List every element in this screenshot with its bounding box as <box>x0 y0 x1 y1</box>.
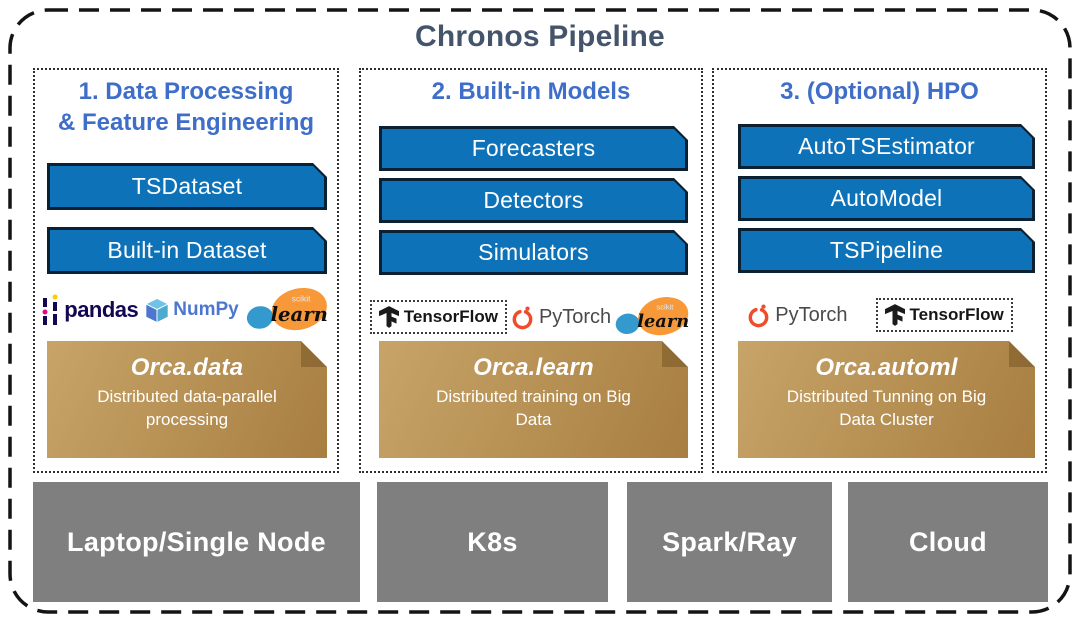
pandas-icon <box>42 294 58 325</box>
column-3-logos: PyTorch TensorFlow <box>714 294 1045 336</box>
pandas-logo: pandas <box>41 294 139 327</box>
orca-automl-title: Orca.automl <box>815 354 958 381</box>
numpy-label: NumPy <box>173 299 239 320</box>
learn-label: learn <box>270 303 327 326</box>
bar-label: TSPipeline <box>741 231 1032 270</box>
orca-data-box: Orca.data Distributed data-parallel proc… <box>47 341 327 458</box>
scikit-label: scikit <box>291 294 310 304</box>
pytorch-logo: PyTorch <box>510 303 611 332</box>
pandas-label: pandas <box>64 297 139 322</box>
automodel-bar: AutoModel <box>738 176 1035 221</box>
bar-label: AutoTSEstimator <box>741 127 1032 166</box>
column-1-header: 1. Data Processing & Feature Engineering <box>57 78 315 136</box>
orca-automl-desc: Distributed Tunning on Big Data Cluster <box>786 387 987 429</box>
column-builtin-models: 2. Built-in Models Forecasters Detectors… <box>359 68 703 473</box>
autotsestimator-bar: AutoTSEstimator <box>738 124 1035 169</box>
orca-learn-box: Orca.learn Distributed training on Big D… <box>379 341 688 458</box>
learn-label: learn <box>637 311 689 332</box>
tsdataset-bar: TSDataset <box>47 163 327 210</box>
page-title: Chronos Pipeline <box>415 20 665 53</box>
orca-automl-box: Orca.automl Distributed Tunning on Big D… <box>738 341 1035 458</box>
pytorch-icon <box>748 304 769 327</box>
bar-label: Forecasters <box>382 129 685 168</box>
tensorflow-label: TensorFlow <box>909 305 1004 324</box>
column-data-processing: 1. Data Processing & Feature Engineering… <box>33 68 339 473</box>
forecasters-bar: Forecasters <box>379 126 688 171</box>
column-2-header: 2. Built-in Models <box>431 78 631 105</box>
tensorflow-logo: TensorFlow <box>369 300 507 334</box>
simulators-bar: Simulators <box>379 230 688 275</box>
orca-data-title: Orca.data <box>130 354 244 381</box>
numpy-logo: NumPy <box>144 297 239 324</box>
scikit-learn-logo: scikit learn <box>245 285 331 335</box>
pytorch-label: PyTorch <box>538 305 612 328</box>
bar-label: TSDataset <box>50 166 324 207</box>
builtin-dataset-bar: Built-in Dataset <box>47 227 327 274</box>
folded-corner <box>301 341 327 367</box>
infra-cloud: Cloud <box>848 482 1048 602</box>
tensorflow-logo: TensorFlow <box>875 298 1013 332</box>
scikit-label: scikit <box>657 302 675 311</box>
bar-label: Simulators <box>382 233 685 272</box>
numpy-icon <box>145 297 170 323</box>
pytorch-label: PyTorch <box>775 303 848 326</box>
infra-spark-ray: Spark/Ray <box>627 482 832 602</box>
orca-learn-title: Orca.learn <box>473 354 594 381</box>
bar-label: Built-in Dataset <box>50 230 324 271</box>
folded-corner <box>1009 341 1035 367</box>
infra-k8s: K8s <box>377 482 608 602</box>
orca-data-desc: Distributed data-parallel processing <box>97 387 277 429</box>
tspipeline-bar: TSPipeline <box>738 228 1035 273</box>
folded-corner <box>662 341 688 367</box>
pytorch-logo: PyTorch <box>746 301 848 330</box>
tensorflow-icon <box>378 306 399 328</box>
scikit-learn-icon: scikit learn <box>246 287 328 331</box>
column-1-logos: pandas NumPy scikit learn <box>35 283 337 337</box>
scikit-learn-icon: scikit learn <box>615 297 689 336</box>
pytorch-icon <box>512 306 533 329</box>
detectors-bar: Detectors <box>379 178 688 223</box>
tensorflow-label: TensorFlow <box>403 307 498 326</box>
scikit-learn-logo: scikit learn <box>614 294 692 340</box>
column-3-header: 3. (Optional) HPO <box>780 78 979 105</box>
column-hpo: 3. (Optional) HPO AutoTSEstimator AutoMo… <box>712 68 1047 473</box>
orca-learn-desc: Distributed training on Big Data <box>436 387 631 429</box>
bar-label: AutoModel <box>741 179 1032 218</box>
infra-laptop-single-node: Laptop/Single Node <box>33 482 360 602</box>
tensorflow-icon <box>884 304 905 326</box>
bar-label: Detectors <box>382 181 685 220</box>
column-2-logos: TensorFlow PyTorch scikit learn <box>361 296 701 338</box>
